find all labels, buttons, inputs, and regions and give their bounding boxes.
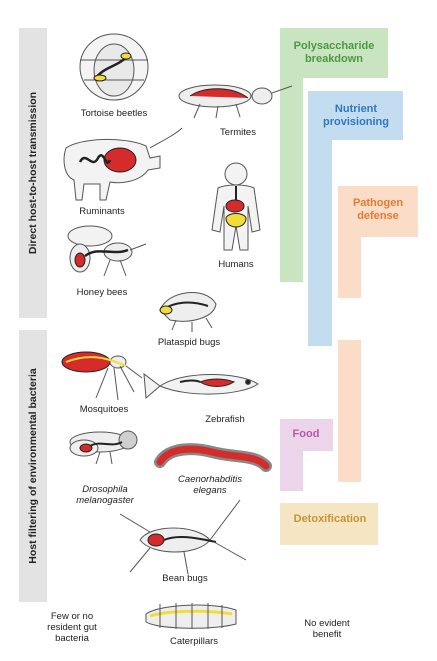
food-title: Food [292, 428, 320, 440]
honey-bees-label: Honey bees [76, 287, 128, 298]
nutrient-title-line2: provisioning [323, 116, 389, 128]
tortoise-beetles-label: Tortoise beetles [80, 108, 148, 119]
pathogen-title-line2: defense [357, 210, 399, 222]
caenorhabditis-drawing [154, 443, 272, 472]
few-bacteria-note: Few or no resident gut bacteria [36, 611, 108, 644]
caenorhabditis-label-line1: Caenorhabditis [178, 474, 242, 485]
polysaccharide-title-line1: Polysaccharide [293, 40, 375, 52]
caterpillar-drawing [145, 603, 237, 629]
pathogen-title-line1: Pathogen [352, 197, 404, 209]
pathogen-band [338, 186, 418, 298]
humans-label: Humans [218, 259, 254, 270]
host-filtering-bar: Host filtering of environmental bacteria [19, 330, 47, 602]
mosquitoes-label: Mosquitoes [79, 404, 129, 415]
nutrient-band [308, 91, 403, 346]
pathogen-title: Pathogen defense [342, 197, 414, 223]
plataspid-bugs-label: Plataspid bugs [157, 337, 221, 348]
polysaccharide-title-line2: breakdown [304, 53, 364, 65]
drosophila-label: Drosophila melanogaster [60, 484, 150, 506]
detox-title: Detoxification [293, 513, 367, 525]
termite-drawing [178, 84, 293, 119]
bean-bug-drawing [119, 499, 247, 575]
pathogen-band-lower [338, 340, 361, 482]
mosquito-drawing [61, 351, 143, 401]
few-bacteria-line2: resident gut [47, 622, 97, 633]
no-benefit-line2: benefit [312, 629, 342, 640]
polysaccharide-title: Polysaccharide breakdown [284, 40, 384, 66]
no-benefit-note: No evident benefit [292, 618, 362, 640]
drosophila-label-line2: melanogaster [76, 495, 134, 506]
direct-transmission-bar: Direct host-to-host transmission [19, 28, 47, 318]
nutrient-title-line1: Nutrient [334, 103, 378, 115]
no-benefit-line1: No evident [304, 618, 350, 629]
plataspid-bug-drawing [159, 292, 217, 332]
polysaccharide-band [280, 28, 388, 282]
ruminants-label: Ruminants [79, 206, 125, 217]
few-bacteria-line1: Few or no [50, 611, 94, 622]
ruminant-drawing [63, 127, 183, 201]
drosophila-drawing [69, 430, 138, 465]
drosophila-label-line1: Drosophila [82, 484, 128, 495]
termites-label: Termites [220, 127, 256, 138]
honey-bee-drawing [67, 225, 147, 277]
few-bacteria-line3: bacteria [55, 633, 89, 644]
caenorhabditis-label: Caenorhabditis elegans [162, 474, 258, 496]
food-band [280, 419, 333, 491]
caenorhabditis-label-line2: elegans [193, 485, 227, 496]
tortoise-beetle-drawing [79, 33, 149, 101]
caterpillars-label: Caterpillars [169, 636, 219, 647]
bean-bugs-label: Bean bugs [162, 573, 208, 584]
zebrafish-drawing [143, 372, 259, 400]
nutrient-title: Nutrient provisioning [312, 103, 400, 129]
human-drawing [211, 162, 261, 251]
detox-band [280, 503, 378, 545]
zebrafish-label: Zebrafish [205, 414, 245, 425]
